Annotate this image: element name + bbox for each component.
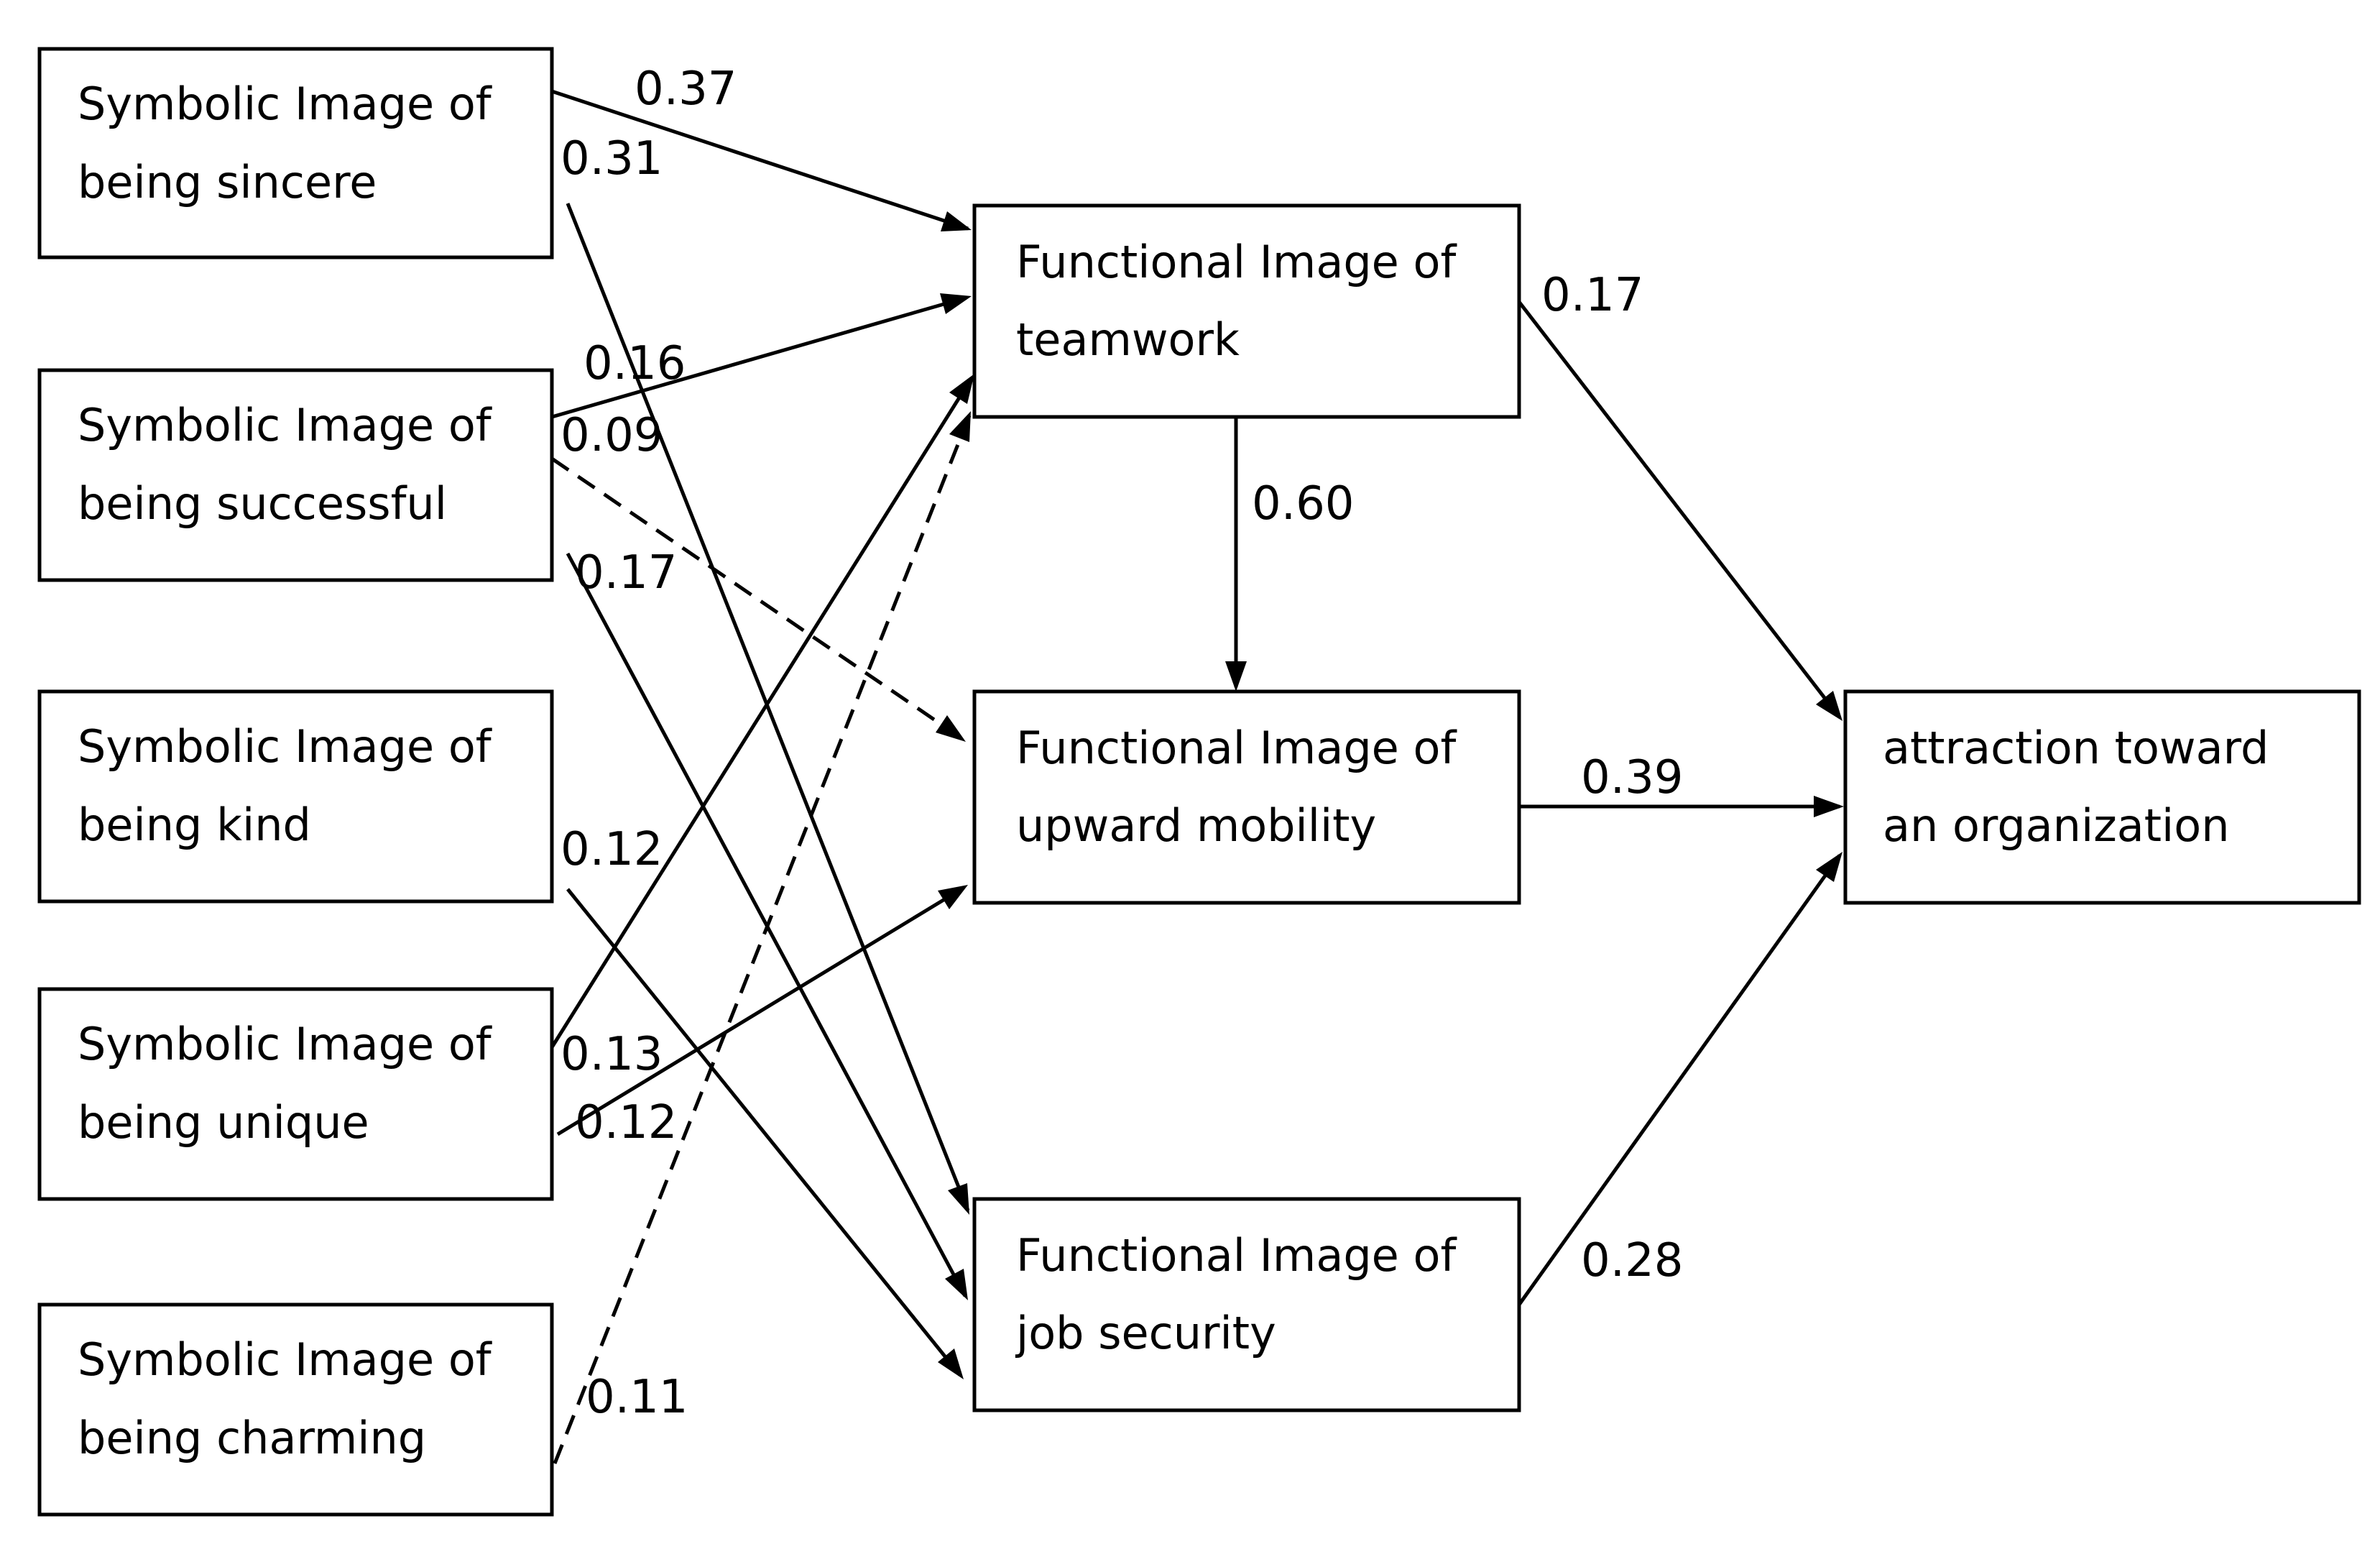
coef-charming-teamwork: 0.11 bbox=[586, 1371, 688, 1424]
node-sincere-line1: Symbolic Image of bbox=[78, 78, 493, 130]
edge-sincere-teamwork bbox=[551, 89, 969, 231]
coef-successful-mobility: 0.09 bbox=[561, 409, 663, 462]
coef-unique-teamwork: 0.13 bbox=[561, 1028, 663, 1081]
node-charming-line2: being charming bbox=[78, 1412, 426, 1464]
edge-unique-teamwork bbox=[550, 377, 974, 1049]
node-unique-line1: Symbolic Image of bbox=[78, 1018, 493, 1070]
node-mobility: Functional Image of upward mobility bbox=[972, 689, 1521, 905]
arrowhead-unique-mobility bbox=[938, 885, 968, 909]
node-unique: Symbolic Image of being unique bbox=[37, 987, 554, 1201]
coef-security-attraction: 0.28 bbox=[1581, 1234, 1684, 1287]
arrowhead-sincere-teamwork bbox=[941, 211, 972, 231]
node-kind: Symbolic Image of being kind bbox=[37, 689, 554, 904]
node-teamwork: Functional Image of teamwork bbox=[972, 203, 1521, 419]
labels-layer: 0.37 0.31 0.16 0.09 0.17 0.12 0.13 0.12 … bbox=[561, 63, 1684, 1424]
node-teamwork-line1: Functional Image of bbox=[1016, 236, 1457, 288]
node-mobility-line2: upward mobility bbox=[1016, 799, 1376, 852]
node-charming: Symbolic Image of being charming bbox=[37, 1302, 554, 1517]
coef-successful-security: 0.17 bbox=[575, 546, 678, 599]
edge-kind-security bbox=[566, 888, 961, 1377]
node-sincere: Symbolic Image of being sincere bbox=[37, 47, 554, 259]
coef-kind-security: 0.12 bbox=[561, 823, 663, 876]
arrowhead-kind-security bbox=[938, 1348, 964, 1379]
arrowhead-teamwork-mobility bbox=[1225, 661, 1247, 691]
node-charming-line1: Symbolic Image of bbox=[78, 1333, 493, 1386]
arrowhead-mobility-attraction bbox=[1814, 796, 1844, 817]
edge-sincere-security bbox=[566, 203, 970, 1211]
arrowhead-successful-mobility bbox=[936, 715, 966, 742]
coef-sincere-security: 0.31 bbox=[561, 132, 663, 185]
node-security: Functional Image of job security bbox=[972, 1197, 1521, 1412]
edge-teamwork-attraction bbox=[1518, 300, 1841, 719]
coef-teamwork-mobility: 0.60 bbox=[1252, 477, 1355, 530]
coef-unique-mobility: 0.12 bbox=[575, 1096, 678, 1149]
edge-security-attraction bbox=[1517, 854, 1842, 1306]
node-attraction-line1: attraction toward bbox=[1883, 722, 2269, 774]
edges-layer bbox=[550, 89, 1844, 1464]
arrowhead-sincere-security bbox=[948, 1183, 969, 1215]
node-security-line1: Functional Image of bbox=[1016, 1229, 1457, 1282]
node-unique-line2: being unique bbox=[78, 1096, 369, 1149]
coef-teamwork-attraction: 0.17 bbox=[1541, 269, 1644, 322]
node-kind-line1: Symbolic Image of bbox=[78, 720, 493, 773]
node-teamwork-line2: teamwork bbox=[1016, 313, 1240, 366]
node-successful: Symbolic Image of being successful bbox=[37, 368, 554, 582]
arrowhead-charming-teamwork bbox=[949, 411, 971, 442]
arrowhead-successful-security bbox=[945, 1269, 968, 1300]
boxes-layer: Symbolic Image of being sincere Symbolic… bbox=[37, 47, 2361, 1517]
node-attraction: attraction toward an organization bbox=[1843, 689, 2361, 905]
coef-sincere-teamwork: 0.37 bbox=[635, 63, 737, 116]
node-kind-line2: being kind bbox=[78, 799, 311, 851]
node-attraction-line2: an organization bbox=[1883, 799, 2230, 852]
coef-successful-teamwork: 0.16 bbox=[584, 337, 686, 390]
node-mobility-line1: Functional Image of bbox=[1016, 722, 1457, 774]
arrowhead-teamwork-attraction bbox=[1816, 691, 1842, 721]
coef-mobility-attraction: 0.39 bbox=[1581, 751, 1684, 804]
edge-successful-teamwork bbox=[551, 295, 967, 419]
edge-successful-mobility bbox=[550, 456, 963, 740]
arrowhead-security-attraction bbox=[1816, 852, 1842, 882]
arrowhead-unique-teamwork bbox=[949, 374, 974, 404]
arrowhead-successful-teamwork bbox=[940, 293, 972, 314]
edge-unique-mobility bbox=[556, 886, 965, 1136]
node-security-line2: job security bbox=[1015, 1307, 1276, 1359]
node-sincere-line2: being sincere bbox=[78, 156, 377, 208]
node-successful-line2: being successful bbox=[78, 477, 447, 530]
node-successful-line1: Symbolic Image of bbox=[78, 399, 493, 451]
